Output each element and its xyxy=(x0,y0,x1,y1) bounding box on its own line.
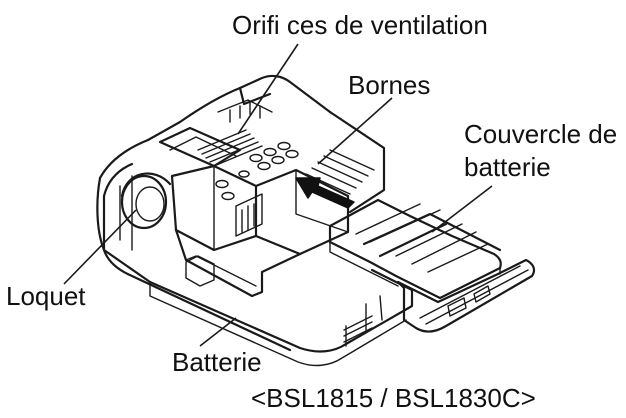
labels: Orifi ces de ventilation Bornes Couvercl… xyxy=(6,10,617,413)
front-slot xyxy=(185,255,215,287)
battery-cover xyxy=(328,198,536,333)
leader-lines xyxy=(63,43,493,347)
leader-vents xyxy=(237,43,299,135)
label-terminals: Bornes xyxy=(348,70,430,100)
vent-grille xyxy=(197,99,273,167)
label-latch: Loquet xyxy=(6,281,86,311)
label-vents: Orifi ces de ventilation xyxy=(232,10,488,40)
battery-body xyxy=(96,138,414,367)
latch-knob xyxy=(120,172,172,230)
leader-terminals xyxy=(317,97,393,165)
label-battery: Batterie xyxy=(172,347,262,377)
leader-latch xyxy=(63,209,137,285)
label-cover-line1: Couvercle de xyxy=(464,119,617,149)
caption: <BSL1815 / BSL1830C> xyxy=(251,383,536,413)
leader-cover xyxy=(431,185,493,233)
insertion-arrow-icon xyxy=(295,177,355,209)
battery-top-deck xyxy=(119,74,386,298)
terminal-holes xyxy=(215,141,299,201)
label-cover-line2: batterie xyxy=(464,152,551,182)
side-vent-slits xyxy=(343,295,383,347)
leader-battery xyxy=(199,317,237,347)
